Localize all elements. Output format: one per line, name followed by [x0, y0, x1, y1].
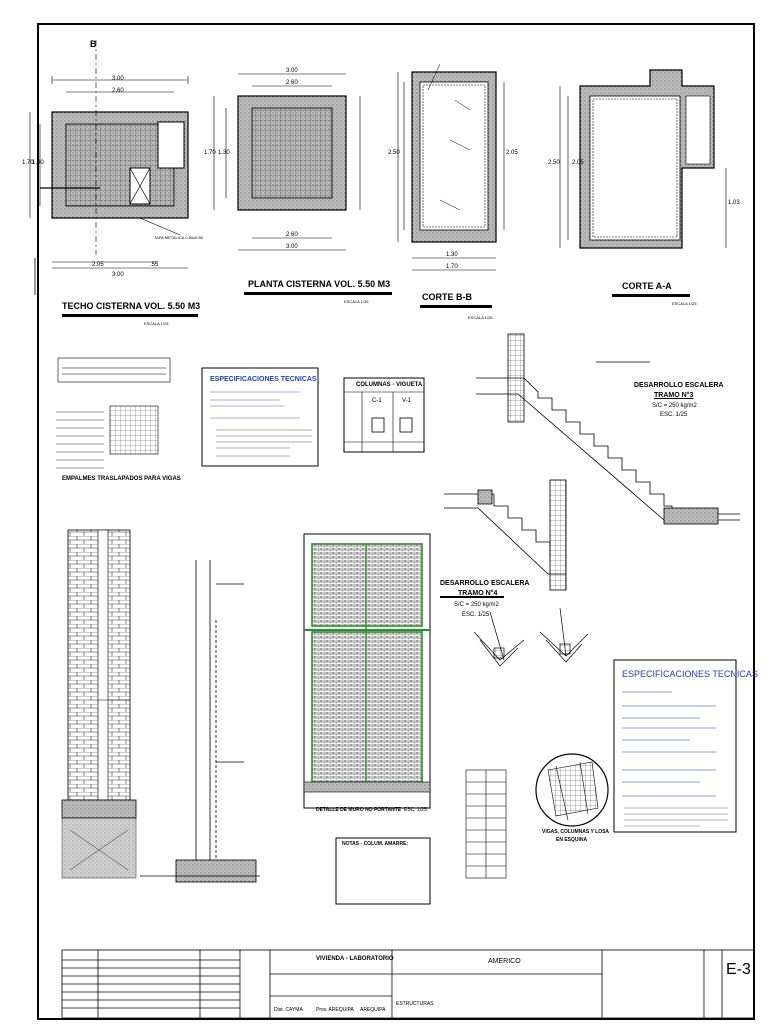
- columnas-vigueta-table: [343, 377, 425, 453]
- corte-bb-title: CORTE B-B: [422, 292, 472, 302]
- techo-lid-note: TAPA METALICA 0.80x0.80: [154, 235, 203, 240]
- techo-title: TECHO CISTERNA VOL. 5.50 M3: [62, 301, 201, 311]
- titleblock-region: AREQUIPA: [360, 1007, 386, 1013]
- corte-bb-dim-bottom-outer: 1.70: [446, 264, 458, 270]
- planta-dim-left-inner: 1.30: [218, 150, 230, 156]
- escalera3-scale: ESC. 1/25: [660, 412, 688, 418]
- corte-bb-title-underline: [420, 305, 492, 308]
- corte-aa-dim-left-outer: 2.50: [548, 160, 560, 166]
- column-wall-elevation: [61, 529, 137, 879]
- escalera3-title: DESARROLLO ESCALERA: [634, 382, 724, 389]
- planta-cisterna-plan: [213, 73, 361, 251]
- corte-aa-title-underline: [612, 294, 690, 297]
- escalera4-scale: ESC. 1/25: [462, 612, 490, 618]
- vigas-esquina-subtitle: EN ESQUINA: [556, 837, 588, 843]
- columnas-col-b: V-1: [402, 398, 412, 404]
- escalera4-tramo: TRAMO N°4: [458, 590, 498, 597]
- titleblock-project: VIVIENDA - LABORATORIO: [316, 956, 394, 962]
- titleblock-district: Dist. CAYMA: [274, 1007, 303, 1013]
- section-marker-label: B: [90, 39, 97, 49]
- column-section-detail: [140, 560, 260, 883]
- vigas-esquina-title: VIGAS, COLUMNAS Y LOSA: [542, 829, 610, 835]
- techo-dim-bottom-total: 3.00: [112, 272, 124, 278]
- corte-aa-section: [559, 69, 727, 249]
- vigas-connection-details: [473, 607, 589, 667]
- techo-dim-top-inner: 2.60: [112, 88, 124, 94]
- titleblock-subject: ESTRUCTURAS: [396, 1001, 434, 1007]
- muro-no-portante-elevation: [303, 533, 431, 809]
- techo-title-underline: [62, 314, 198, 317]
- dimension-table: [465, 769, 507, 879]
- escalera3-load: S/C = 250 kg/m2: [652, 403, 697, 409]
- notas-title: NOTAS - COLUM. AMARRE:: [342, 841, 409, 847]
- planta-dim-top-outer: 3.00: [286, 68, 298, 74]
- escalera4-title: DESARROLLO ESCALERA: [440, 580, 530, 587]
- sheet-border: [37, 23, 755, 1020]
- muro-title: DETALLE DE MURO NO PORTANTE: [316, 807, 402, 813]
- corte-aa-scale: ESCALA 1/25: [672, 301, 697, 306]
- techo-dim-bottom-b: .55: [150, 262, 159, 268]
- titleblock-sheet-number: E-3: [726, 961, 751, 978]
- muro-scale: ESC. 1/25: [404, 807, 427, 813]
- corte-bb-dim-bottom-inner: 1.30: [446, 252, 458, 258]
- columnas-col-a: C-1: [372, 398, 382, 404]
- escalera4-title-underline: [440, 596, 504, 598]
- planta-title-underline: [244, 292, 392, 295]
- spec1-box: [201, 367, 319, 467]
- planta-dim-bottom-inner: 2.60: [286, 232, 298, 238]
- spec1-title: ESPECIFICACIONES TECNICAS: [210, 376, 317, 383]
- planta-scale: ESCALA 1/25: [344, 299, 369, 304]
- planta-dim-left-outer: 1.70: [204, 150, 216, 156]
- techo-cisterna-plan: [29, 40, 189, 295]
- corte-aa-dim-left-inner: 2.05: [572, 160, 584, 166]
- corte-bb-section: [397, 63, 505, 271]
- corte-bb-dim-right: 2.05: [506, 150, 518, 156]
- notas-box: [335, 837, 431, 905]
- vigas-losa-esquina-detail: [535, 753, 609, 827]
- techo-dim-left-outer: 1.70: [22, 160, 34, 166]
- empalmes-detail: [56, 357, 171, 469]
- techo-dim-bottom-a: 2.05: [92, 262, 104, 268]
- techo-dim-top-outer: 3.00: [112, 76, 124, 82]
- escalera-tramo3: [476, 333, 740, 525]
- escalera3-tramo: TRAMO N°3: [654, 392, 694, 399]
- titleblock-province: Prov. AREQUIPA: [316, 1007, 354, 1013]
- corte-bb-dim-left-outer: 2.50: [388, 150, 400, 156]
- corte-aa-dim-right: 1.03: [728, 200, 740, 206]
- escalera4-load: S/C = 250 kg/m2: [454, 602, 499, 608]
- spec2-title: ESPECIFICACIONES TECNICAS: [622, 669, 758, 679]
- spec2-box: [613, 659, 737, 833]
- corte-aa-title: CORTE A-A: [622, 281, 672, 291]
- planta-title: PLANTA CISTERNA VOL. 5.50 M3: [248, 279, 391, 289]
- techo-dim-left-inner: 1.30: [32, 160, 44, 166]
- titleblock-owner: AMERICO: [488, 958, 521, 965]
- title-block-grid: [61, 949, 755, 1019]
- columnas-title: COLUMNAS - VIGUETA: [356, 382, 423, 388]
- techo-scale: ESCALA 1/25: [144, 321, 169, 326]
- corte-bb-scale: ESCALA 1/25: [468, 315, 493, 320]
- planta-dim-bottom-outer: 3.00: [286, 244, 298, 250]
- escalera-tramo4: [444, 479, 567, 591]
- empalmes-title: EMPALMES TRASLAPADOS PARA VIGAS: [62, 476, 181, 482]
- planta-dim-top-inner: 2.60: [286, 80, 298, 86]
